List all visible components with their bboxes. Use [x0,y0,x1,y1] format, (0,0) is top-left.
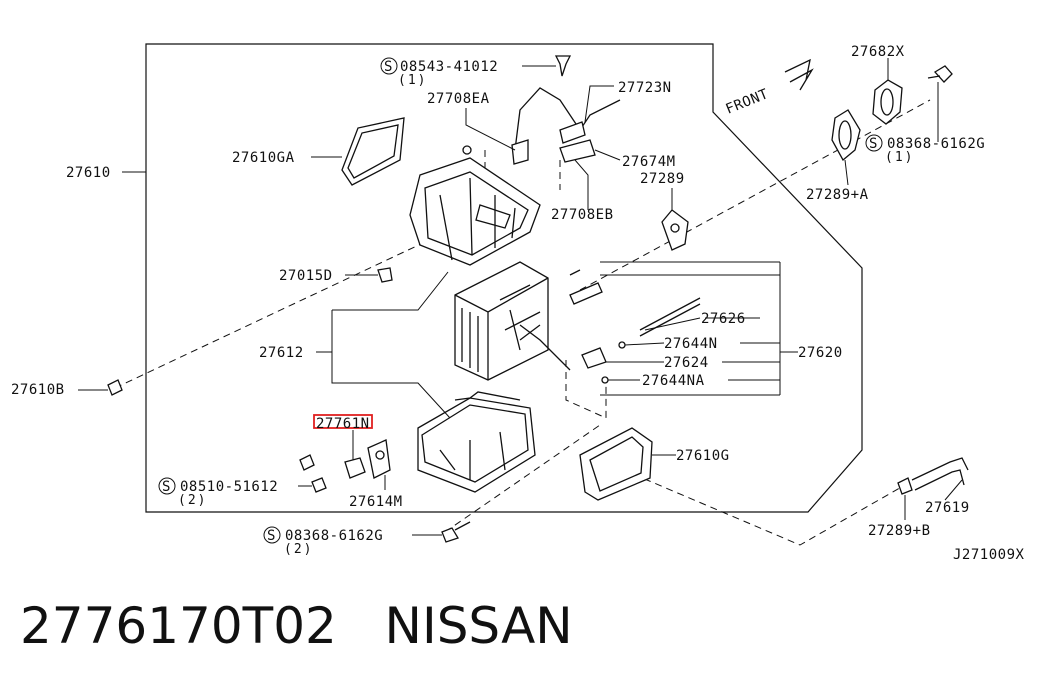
gasket-27610GA [341,117,405,186]
piping [519,269,581,371]
label-27682X: 27682X [851,44,905,60]
label-27644NA: 27644NA [642,373,705,389]
screw-symbol: S [869,136,878,152]
ref-line [579,99,931,291]
ref-line [444,424,601,533]
qty-08368-top: (1) [885,150,914,165]
evaporator-27620 [454,261,549,381]
connector-27674M [559,139,596,163]
label-27761N: 27761N [316,416,370,432]
grommet-27289A [831,109,861,162]
label-27610B: 27610B [11,382,65,398]
seal-27682X-inner [880,88,894,116]
leader [594,149,621,161]
part-number-footer: 2776170T02 NISSAN [20,596,573,656]
brand-name: NISSAN [384,597,573,655]
highlight-box [313,414,373,429]
label-27610: 27610 [66,165,111,181]
leader [465,108,516,151]
grommet-27289A-inner [838,120,852,150]
label-08368-top: 08368-6162G [887,136,985,152]
leader [574,159,589,210]
screw-08510-b [311,477,327,493]
grommet-27289 [661,209,689,251]
bolt-08368-bottom-shank [454,521,471,531]
relay-27723N [559,121,586,144]
qty-08368-bottom: (2) [284,542,313,557]
clip-27610B [107,379,123,396]
oring-27644NA [601,376,609,384]
label-27708EA: 27708EA [427,91,490,107]
leader-27620 [600,261,798,396]
leader [944,479,963,501]
screw-symbol: S [384,59,393,75]
label-27708EB: 27708EB [551,207,614,223]
lower-case [417,391,536,493]
label-27289A: 27289+A [806,187,869,203]
ref-line [599,459,906,546]
front-arrow-icon [784,58,814,91]
front-label: FRONT [724,86,771,118]
label-27723N: 27723N [618,80,672,96]
label-27612: 27612 [259,345,304,361]
label-27015D: 27015D [279,268,333,284]
part-number: 2776170T02 [20,597,337,655]
valve-27624 [581,347,607,369]
bolt-08368-top [933,65,953,83]
leader [844,159,849,186]
bracket-27614M-hole [375,450,385,460]
screw-symbol-icon [158,477,176,495]
label-27626: 27626 [701,311,746,327]
screw-symbol-icon [380,57,398,75]
screw-symbol: S [162,479,171,495]
label-27289B: 27289+B [868,523,931,539]
screw-symbol: S [267,528,276,544]
connector-27708EA [511,139,529,165]
label-08543: 08543-41012 [400,59,498,75]
grommet-27289B [897,477,913,495]
gasket-27610GA-inner [347,124,399,179]
label-27289: 27289 [640,171,685,187]
leader [644,317,701,331]
label-27644N: 27644N [664,336,718,352]
bolt-08368-top-shank [927,75,941,79]
label-27610G: 27610G [676,448,730,464]
leader [584,85,614,123]
leader [316,271,451,419]
bolt-08368-bottom [441,527,459,543]
leader [624,342,665,346]
label-27614M: 27614M [349,494,403,510]
oring-27644N [618,341,626,349]
label-27674M: 27674M [622,154,676,170]
hose-27619 [911,457,969,491]
sensor-27761N [344,457,366,479]
screw-08510-a [299,454,315,471]
drawing-code: J271009X [953,547,1025,563]
gasket-27610G-inner [589,436,644,492]
screw-symbol-icon [865,134,883,152]
label-27620: 27620 [798,345,843,361]
ref-line [565,360,607,419]
label-08368-bottom: 08368-6162G [285,528,383,544]
qty-08543: (1) [398,73,427,88]
label-08510: 08510-51612 [180,479,278,495]
clip-27015D [377,267,393,283]
ref-line [114,234,441,389]
upper-case-27612 [409,145,541,266]
grommet-27289-hole [670,223,680,233]
valve-body [569,282,603,305]
label-27610GA: 27610GA [232,150,295,166]
screw-symbol-icon [263,526,281,544]
label-27619: 27619 [925,500,970,516]
assembly-outline [145,43,863,513]
tube-27626 [639,297,701,337]
gasket-27610G [579,427,653,501]
qty-08510: (2) [178,493,207,508]
bolt-08543 [554,55,572,77]
label-27624: 27624 [664,355,709,371]
